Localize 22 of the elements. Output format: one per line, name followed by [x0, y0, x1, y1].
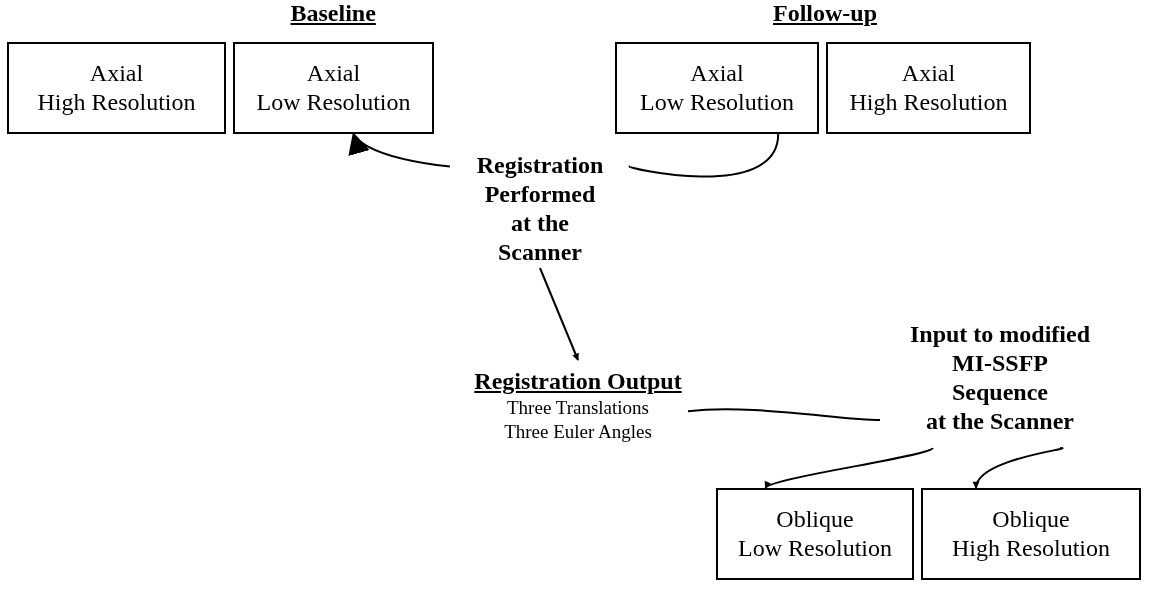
box-label: Axial High Resolution	[849, 59, 1008, 117]
image-series-box	[615, 42, 819, 134]
box-label: Axial Low Resolution	[640, 59, 794, 117]
image-series-box	[921, 488, 1141, 580]
group-heading: Baseline	[290, 0, 376, 27]
box-label: Axial High Resolution	[37, 59, 196, 117]
section-heading: Registration Output	[474, 366, 682, 396]
image-series-box	[716, 488, 914, 580]
arrow	[539, 267, 579, 361]
step-label: Three Translations	[507, 395, 649, 420]
box-label: Axial Low Resolution	[256, 59, 411, 117]
image-series-box	[233, 42, 434, 134]
image-series-box	[7, 42, 226, 134]
group-heading: Follow-up	[773, 0, 877, 27]
step-label: Input to modified MI-SSFP Sequence at the Scanner	[909, 320, 1090, 436]
image-series-box	[826, 42, 1031, 134]
box-label: Oblique Low Resolution	[738, 505, 892, 563]
step-label: Three Euler Angles	[504, 419, 652, 444]
arrow	[974, 447, 1064, 489]
step-label: Registration Performed at the Scanner	[476, 151, 604, 267]
box-label: Oblique High Resolution	[952, 505, 1110, 563]
arrow	[764, 447, 934, 489]
